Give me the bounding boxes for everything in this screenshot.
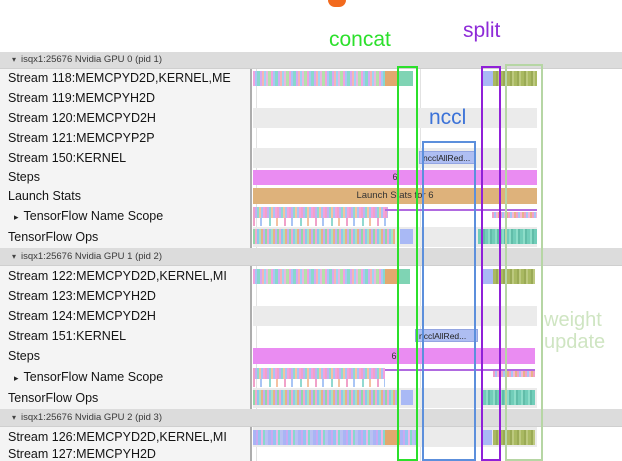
collapse-triangle-icon[interactable]: ▾ [12,413,17,422]
weight-update-annotation-label: weight update [544,309,605,353]
expand-triangle-icon[interactable]: ▸ [14,373,19,383]
trace-event-tfops[interactable] [253,229,395,244]
row-label: Stream 121:MEMCPYP2P [8,131,155,145]
trace-event-blue[interactable] [400,229,413,244]
trace-event-drips[interactable] [253,218,388,226]
trace-event-orange[interactable] [385,71,398,86]
nccl-annotation-label: nccl [429,106,467,129]
row-label: Stream 124:MEMCPYD2H [8,309,156,323]
trace-event-tealsolid[interactable] [398,71,413,86]
row-label: TensorFlow Ops [8,391,99,405]
row-label: Stream 123:MEMCPYH2D [8,289,156,303]
row-label: Launch Stats [8,189,81,203]
gpu-section-header[interactable] [0,248,622,266]
concat-annotation-box [397,66,418,461]
trace-event-pinkstrip[interactable] [492,212,537,218]
trace-event-launch[interactable]: Launch Stats for 6 [253,188,537,204]
trace-event-scopeline[interactable] [385,369,535,371]
row-label: Stream 151:KERNEL [8,329,127,343]
split-annotation-box [481,66,501,461]
trace-event-blue[interactable] [401,390,413,405]
trace-event-ncclchip[interactable]: ncclAllRed... [415,329,478,342]
trace-event-tealstrip[interactable] [483,390,535,405]
gpu-section-header[interactable] [0,409,622,427]
weight-update-line1: weight [544,309,602,331]
trace-event-drips[interactable] [253,379,385,387]
trace-event-steps[interactable]: 6 [253,170,537,185]
row-label[interactable]: ▸TensorFlow Name Scope [14,209,164,223]
trace-event-steps[interactable]: 6 [253,348,535,364]
trace-event-blue[interactable] [481,71,493,86]
trace-event-tealstrip[interactable] [478,229,537,244]
row-label: TensorFlow Ops [8,230,99,244]
weight-update-annotation-box [505,64,543,461]
row-label: Stream 127:MEMCPYH2D [8,447,156,461]
row-label: Stream 119:MEMCPYH2D [8,91,156,105]
gpu-section-header[interactable] [0,52,622,69]
trace-event-olive[interactable] [493,71,537,86]
row-label: Stream 120:MEMCPYD2H [8,111,156,125]
clipped-orange-annotation-glyph [328,0,346,7]
trace-event-orange[interactable] [385,430,400,445]
trace-event-olive[interactable] [493,269,535,284]
gpu-section-header-label: ▾isqx1:25676 Nvidia GPU 0 (pid 1) [12,54,163,65]
gpu-section-header-label: ▾isqx1:25676 Nvidia GPU 2 (pid 3) [12,412,163,423]
trace-event-scopedense[interactable] [253,207,388,218]
row-label: Stream 126:MEMCPYD2D,KERNEL,MI [8,430,227,444]
row-label[interactable]: ▸TensorFlow Name Scope [14,370,164,384]
row-label: Stream 122:MEMCPYD2D,KERNEL,MI [8,269,227,283]
trace-event-blue[interactable] [483,430,492,445]
row-background-stripe [253,108,537,128]
trace-event-scopeline[interactable] [385,209,537,211]
trace-event-scopedense[interactable] [253,368,385,379]
trace-event-multi2[interactable] [400,430,418,445]
weight-update-line2: update [544,331,606,353]
trace-event-multi[interactable] [253,71,385,86]
collapse-triangle-icon[interactable]: ▾ [12,55,17,64]
row-label: Stream 118:MEMCPYD2D,KERNEL,ME [8,71,231,85]
trace-event-tealsolid[interactable] [398,269,410,284]
row-label: Stream 150:KERNEL [8,151,127,165]
trace-event-tfops[interactable] [253,390,398,405]
trace-event-multi[interactable] [253,269,385,284]
collapse-triangle-icon[interactable]: ▾ [12,252,17,261]
split-annotation-label: split [463,19,501,42]
trace-event-olive[interactable] [493,430,535,445]
gpu-section-header-label: ▾isqx1:25676 Nvidia GPU 1 (pid 2) [12,251,163,262]
row-label: Steps [8,349,40,363]
expand-triangle-icon[interactable]: ▸ [14,212,19,222]
trace-event-multi2[interactable] [253,430,385,445]
row-label: Steps [8,170,40,184]
trace-event-blue[interactable] [481,269,493,284]
row-background-stripe [253,306,537,326]
trace-event-orange[interactable] [385,269,398,284]
nccl-annotation-box [422,141,476,461]
concat-annotation-label: concat [329,28,391,51]
trace-event-pinkstrip[interactable] [493,371,535,377]
